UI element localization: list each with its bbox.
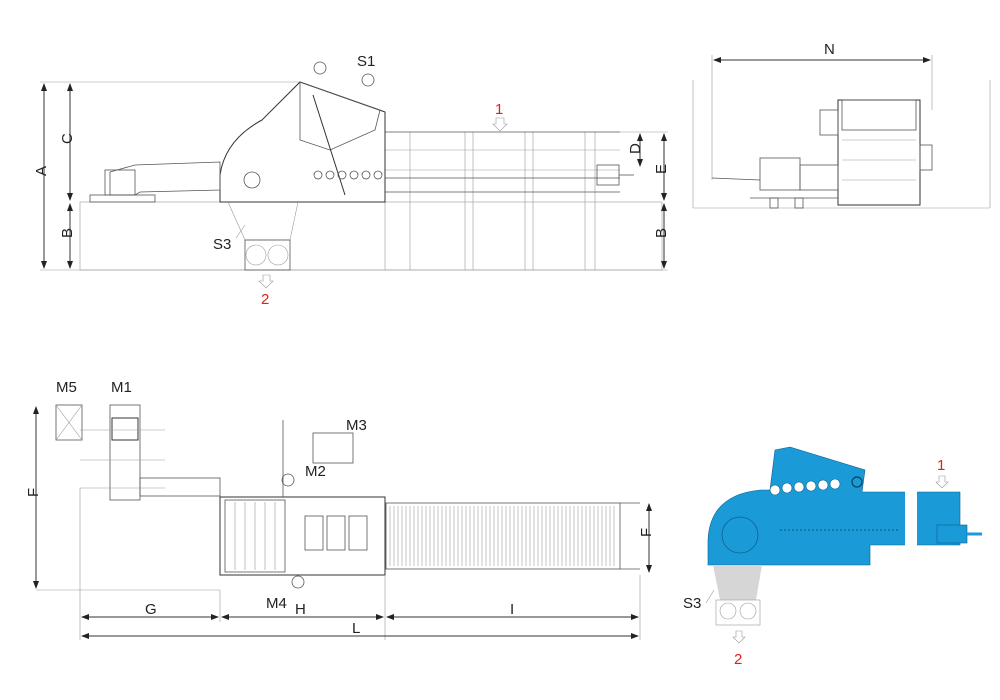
color-side-view: S3 2 1 — [683, 446, 982, 668]
foundation-outline — [79, 201, 663, 271]
component-m3-panel — [312, 432, 354, 464]
dim-label-e: E — [653, 164, 670, 174]
dim-label-a: A — [33, 166, 50, 176]
dim-label-f-right: F — [638, 528, 655, 537]
label-m2: M2 — [305, 463, 326, 480]
machine-body-blue — [707, 446, 961, 566]
dim-label-b-right: B — [653, 228, 670, 238]
dim-label-b-left: B — [59, 228, 76, 238]
gauge-icon — [361, 73, 375, 87]
dim-label-i: I — [510, 601, 514, 618]
plan-view: M5 M1 M3 M2 M4 F F G H I L — [25, 379, 655, 640]
component-m1-motor — [80, 404, 221, 501]
crusher-housing — [219, 61, 386, 203]
hopper-grey — [713, 565, 762, 600]
arrow-down-icon — [492, 117, 508, 132]
dim-label-c: C — [59, 133, 76, 144]
dim-label-d: D — [627, 143, 644, 154]
main-crusher-plan — [219, 420, 386, 589]
callout-s3: S3 — [213, 236, 231, 253]
infeed-conveyor — [385, 131, 634, 193]
marker-input: 1 — [495, 101, 503, 118]
dim-label-l: L — [352, 620, 360, 637]
arrow-down-icon — [935, 475, 949, 489]
gauge-icon — [313, 61, 327, 75]
component-m5-box — [55, 404, 83, 441]
color-callout-s3: S3 — [683, 595, 701, 612]
arrow-down-icon — [258, 274, 274, 289]
color-marker-input: 1 — [937, 457, 945, 474]
arrow-down-icon — [732, 630, 746, 644]
dim-label-h: H — [295, 601, 306, 618]
plan-dimensions — [33, 406, 652, 640]
label-m3: M3 — [346, 417, 367, 434]
color-marker-output: 2 — [734, 651, 742, 668]
end-view-machine — [711, 99, 933, 209]
marker-output: 2 — [261, 291, 269, 308]
callout-s1: S1 — [357, 53, 375, 70]
rotor-icon — [721, 516, 759, 554]
end-view: N — [692, 41, 991, 209]
dim-label-f-left: F — [25, 488, 42, 497]
dim-label-n: N — [824, 41, 835, 58]
label-m4: M4 — [266, 595, 287, 612]
dim-label-g: G — [145, 601, 157, 618]
outfeed-conveyor-plan — [385, 502, 640, 570]
label-m1: M1 — [111, 379, 132, 396]
label-m5: M5 — [56, 379, 77, 396]
drive-unit — [89, 161, 221, 203]
side-view: A C B D E B S1 S3 1 2 — [33, 53, 670, 308]
conveyor-supports — [384, 132, 596, 270]
side-dimensions — [41, 83, 667, 269]
discharge-hopper — [227, 201, 299, 271]
